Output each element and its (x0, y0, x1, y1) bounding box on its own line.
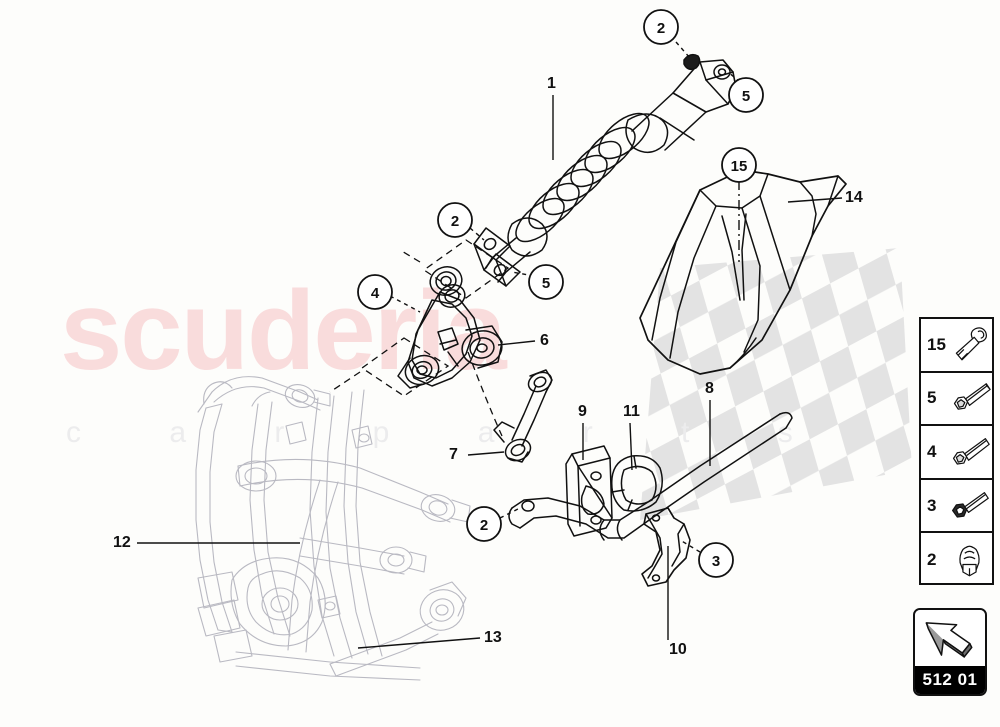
callout-circle-4: 4 (357, 274, 393, 310)
leader-6 (497, 340, 536, 346)
leader-2-top (675, 41, 691, 59)
callout-label-13: 13 (484, 629, 502, 646)
svg-text:2: 2 (657, 20, 665, 37)
callout-circle-2-mid: 2 (437, 202, 473, 238)
diagram-code-text: 512 01 (915, 666, 985, 694)
callout-label-10: 10 (669, 641, 687, 658)
leader-3 (679, 539, 701, 553)
leader-13 (357, 637, 481, 649)
assembly-path-guides (329, 239, 510, 437)
svg-text:5: 5 (542, 275, 550, 292)
legend-number-15: 15 (927, 334, 946, 354)
legend-row-5: 5 (921, 373, 992, 427)
callout-circle-3: 3 (698, 542, 734, 578)
legend-row-15: 15 (921, 319, 992, 373)
callout-label-1: 1 (547, 75, 556, 92)
callout-circle-5-mid: 5 (528, 264, 564, 300)
callout-label-9: 9 (578, 403, 587, 420)
svg-text:2: 2 (451, 213, 459, 230)
callout-label-14: 14 (845, 189, 863, 206)
svg-text:3: 3 (712, 553, 720, 570)
legend-number-4: 4 (927, 441, 937, 461)
watermark-sub-text: c a r p a r t s (66, 416, 833, 449)
callout-label-8: 8 (705, 380, 714, 397)
callout-circle-15: 15 (721, 147, 757, 183)
collar-screw-icon (947, 319, 992, 371)
hex-flange-bolt-long-icon (947, 373, 992, 425)
arrow-3d-icon (915, 610, 985, 666)
hex-flange-bolt-short-icon (947, 480, 992, 532)
callout-circle-2-top: 2 (643, 9, 679, 45)
callout-label-6: 6 (540, 332, 549, 349)
leader-14 (787, 197, 843, 203)
legend-row-4: 4 (921, 426, 992, 480)
hex-flange-bolt-icon (947, 426, 992, 478)
diagram-code-badge: 512 01 (913, 608, 987, 696)
fastener-legend: 15 5 (919, 317, 994, 585)
svg-text:15: 15 (731, 158, 748, 175)
leader-11 (629, 422, 633, 471)
callout-label-12: 12 (113, 534, 131, 551)
callout-circle-5-top: 5 (728, 77, 764, 113)
legend-row-2: 2 (921, 533, 992, 587)
legend-number-3: 3 (927, 495, 937, 515)
legend-number-5: 5 (927, 388, 937, 408)
leader-4 (389, 295, 421, 313)
flange-nut-icon (947, 533, 992, 587)
leader-2-mid (469, 227, 485, 241)
svg-text:2: 2 (480, 517, 488, 534)
svg-text:5: 5 (742, 88, 750, 105)
svg-text:4: 4 (371, 285, 380, 302)
legend-row-3: 3 (921, 480, 992, 534)
callout-circle-2-bottom: 2 (466, 506, 502, 542)
leader-7 (467, 451, 505, 456)
callout-label-7: 7 (449, 446, 458, 463)
legend-number-2: 2 (927, 550, 937, 570)
callout-label-11: 11 (623, 403, 640, 420)
leader-2-bottom (499, 507, 521, 519)
